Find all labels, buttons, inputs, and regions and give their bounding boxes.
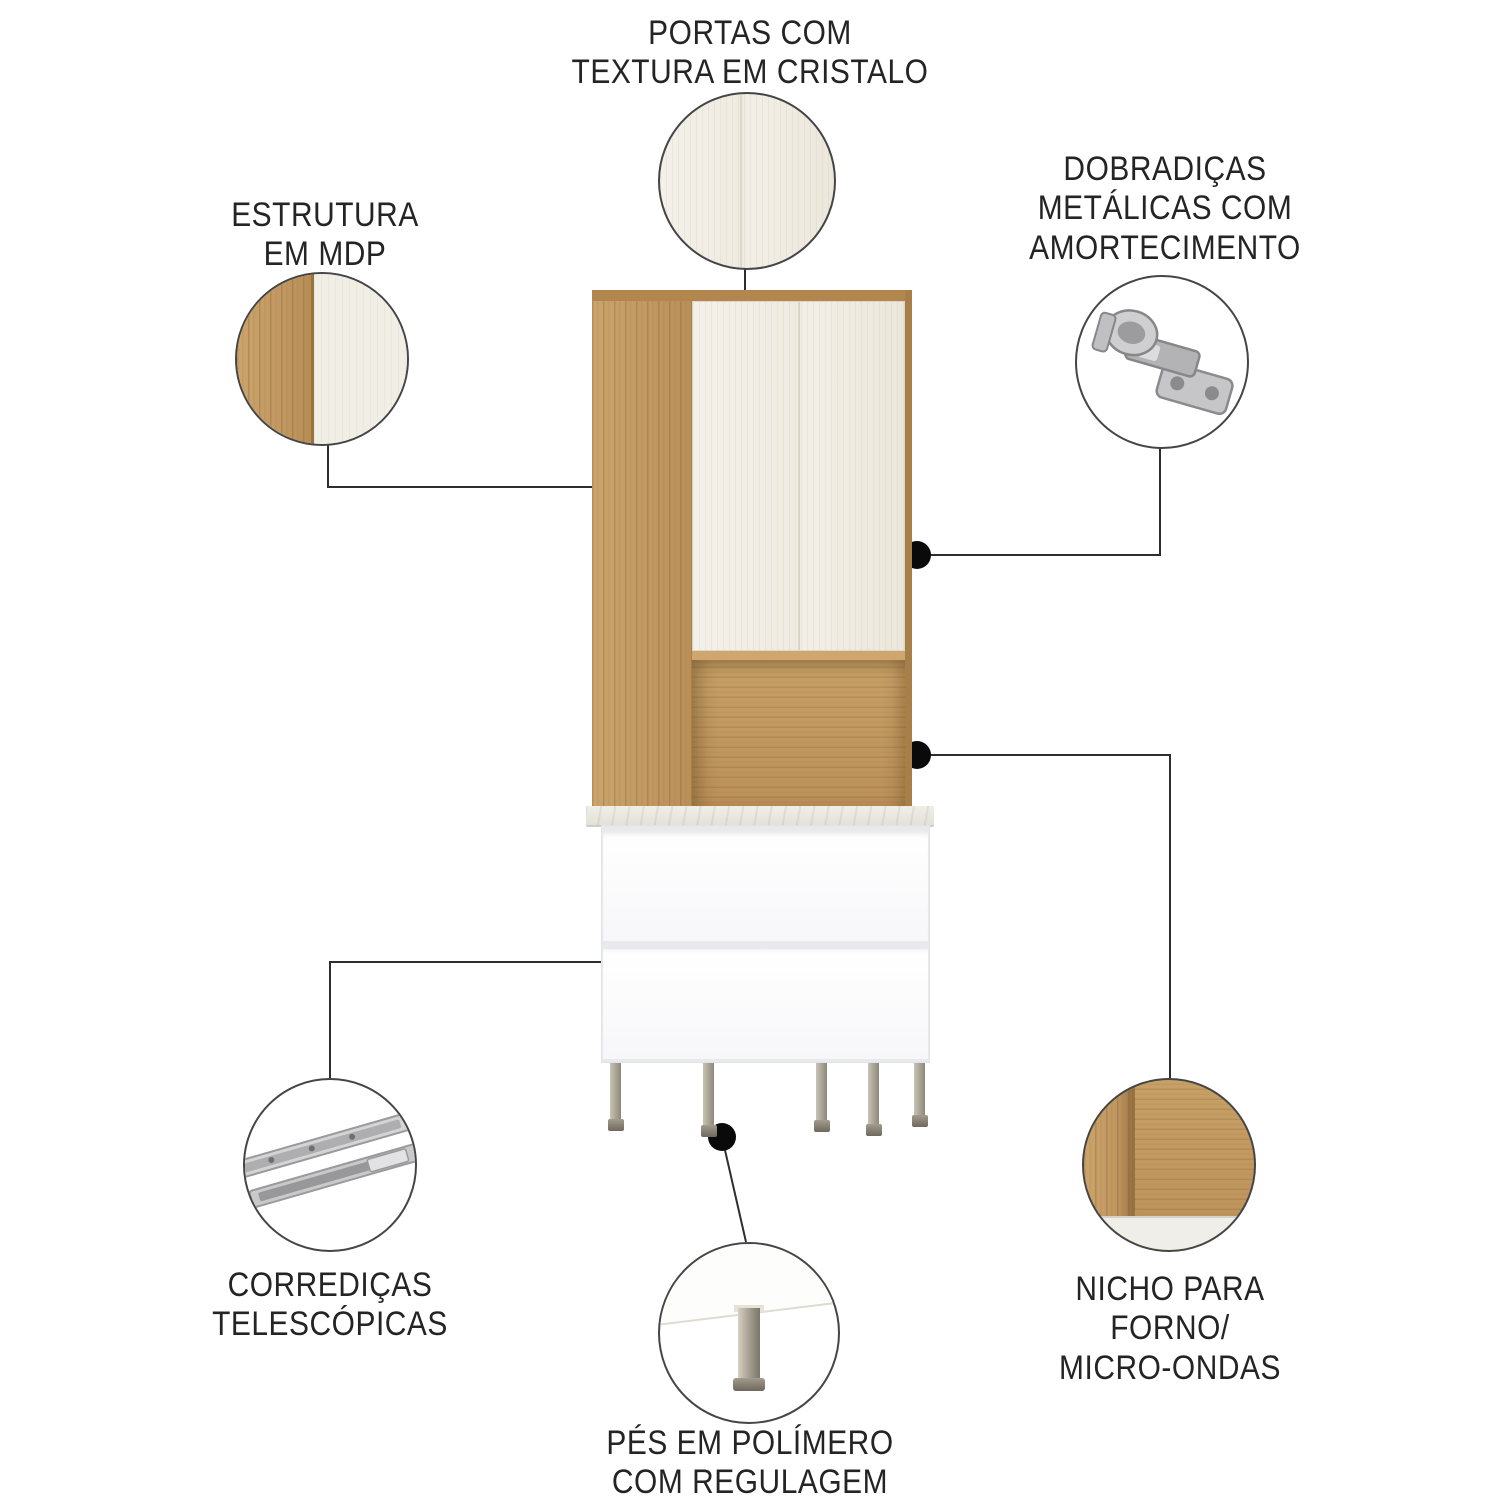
countertop xyxy=(586,806,934,827)
oven-niche xyxy=(692,660,905,808)
telescopic-slide-icon xyxy=(243,1078,417,1252)
mdp-white-face xyxy=(313,274,407,444)
base-cabinet xyxy=(601,825,930,1063)
cabinet-leg xyxy=(607,1063,624,1131)
slide-drawing xyxy=(245,1110,415,1208)
cabinet-side-panel xyxy=(592,301,694,810)
oven-niche-swatch xyxy=(1082,1078,1256,1252)
mdp-edge-swatch xyxy=(235,272,409,446)
adjustable-pad xyxy=(733,1377,765,1391)
drawer-front-bottom xyxy=(602,948,929,1060)
adjustable-foot-icon xyxy=(658,1242,840,1424)
label-structure: ESTRUTURA EM MDP xyxy=(231,196,419,274)
hinge-drawing xyxy=(1091,309,1234,416)
foot-mount-plate xyxy=(734,1304,764,1312)
hinge-icon xyxy=(1075,275,1249,449)
door-texture-swatch xyxy=(658,92,836,270)
drawer-front-top xyxy=(602,830,929,942)
cabinet-leg xyxy=(700,1063,717,1137)
label-niche: NICHO PARA FORNO/ MICRO-ONDAS xyxy=(1059,1270,1281,1387)
cabinet-leg xyxy=(911,1063,928,1127)
cabinet-right-edge xyxy=(905,290,912,808)
door-gap-line xyxy=(740,94,743,268)
mdp-wood-edge xyxy=(237,274,314,444)
door-gap-line xyxy=(798,302,800,650)
label-feet: PÉS EM POLÍMERO COM REGULAGEM xyxy=(606,1424,894,1500)
polymer-leg xyxy=(738,1308,760,1380)
label-slides: CORREDIÇAS TELESCÓPICAS xyxy=(212,1266,448,1344)
cabinet-upper-doors xyxy=(692,301,905,651)
niche-counter-strip xyxy=(1084,1215,1254,1250)
label-hinges: DOBRADIÇAS METÁLICAS COM AMORTECIMENTO xyxy=(1029,150,1301,267)
label-doors: PORTAS COM TEXTURA EM CRISTALO xyxy=(571,14,929,92)
cabinet-leg xyxy=(813,1063,830,1132)
cabinet-leg xyxy=(865,1063,882,1136)
